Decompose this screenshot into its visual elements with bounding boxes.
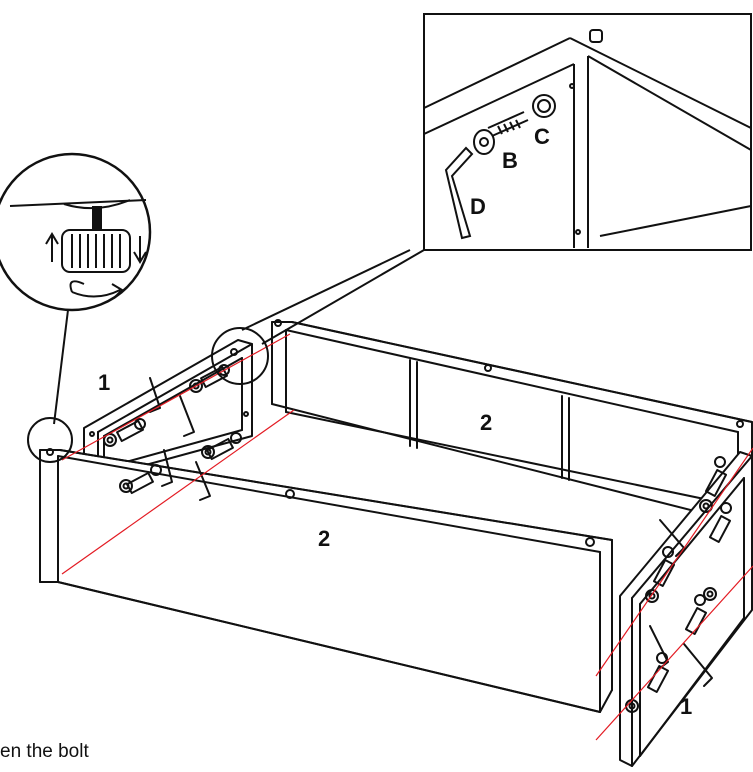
guide-lines bbox=[61, 333, 753, 741]
bolt bbox=[704, 456, 728, 497]
left-fittings bbox=[103, 364, 242, 501]
allen-key bbox=[161, 449, 173, 487]
bolt bbox=[652, 546, 676, 587]
bolt bbox=[708, 502, 732, 543]
washer bbox=[189, 379, 203, 393]
panel-label-back: 2 bbox=[480, 410, 492, 435]
washer bbox=[703, 587, 717, 601]
callout-lines bbox=[53, 249, 425, 425]
leveling-foot-detail bbox=[0, 152, 152, 312]
right-side-panel bbox=[619, 451, 753, 767]
allen-key bbox=[195, 461, 211, 501]
allen-key bbox=[149, 377, 161, 413]
washer bbox=[201, 445, 215, 459]
part-label-b: B bbox=[502, 148, 518, 173]
right-fittings bbox=[625, 456, 732, 713]
back-panel bbox=[271, 319, 753, 523]
washer bbox=[699, 499, 713, 513]
corner-callout-top bbox=[211, 327, 269, 385]
bolt bbox=[126, 464, 162, 495]
washer bbox=[645, 589, 659, 603]
instruction-caption: en the bolt bbox=[0, 741, 89, 762]
bolt bbox=[200, 364, 230, 389]
bolt-detail-inset: C B D bbox=[423, 13, 752, 251]
allen-key bbox=[179, 395, 195, 437]
washer bbox=[119, 479, 133, 493]
panel-label-front: 2 bbox=[318, 526, 330, 551]
corner-callout-left bbox=[27, 417, 73, 463]
panel-label-right: 1 bbox=[680, 694, 692, 719]
bolt bbox=[684, 594, 708, 635]
part-label-d: D bbox=[470, 194, 486, 219]
panel-label-left: 1 bbox=[98, 370, 110, 395]
allen-key bbox=[683, 643, 713, 687]
bolt bbox=[116, 418, 146, 443]
part-label-c: C bbox=[534, 124, 550, 149]
